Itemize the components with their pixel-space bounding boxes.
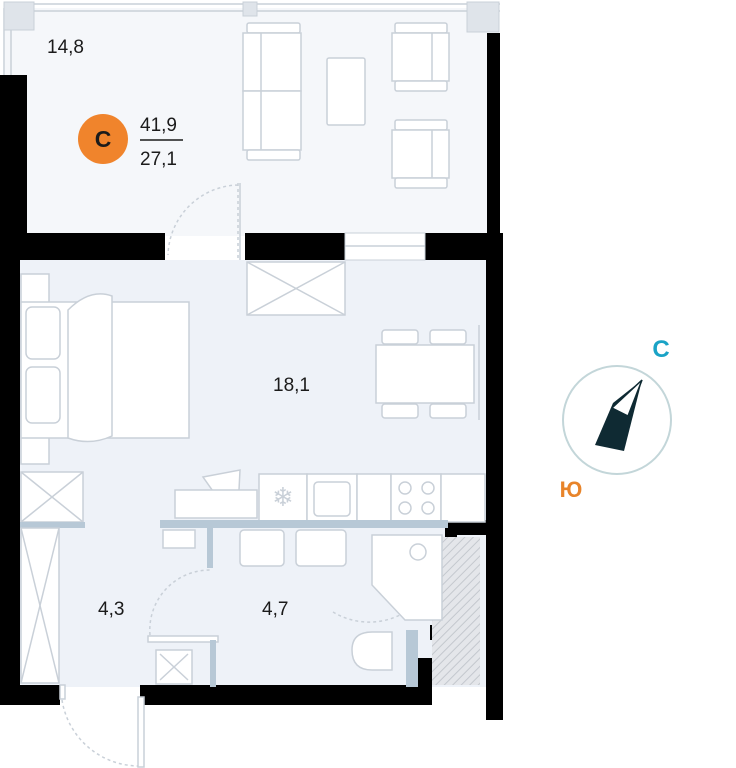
- kitchen: ❄: [160, 469, 486, 528]
- bed: [20, 273, 190, 465]
- compass-ring: [562, 365, 672, 475]
- balcony-door: [167, 183, 239, 260]
- bathroom-fixtures: [162, 528, 443, 687]
- hall-fixtures: [147, 569, 219, 687]
- entrance-door: [59, 684, 145, 768]
- main-room-area-label: 18,1: [273, 375, 310, 396]
- balcony-glazing: [3, 1, 500, 75]
- bathroom-area-label: 4,7: [262, 599, 288, 620]
- living-area-label: 27,1: [140, 149, 177, 170]
- compass: С Ю: [560, 336, 672, 502]
- apartment-type-letter: С: [95, 126, 112, 152]
- compass-north-label: С: [652, 336, 669, 363]
- total-area-label: 41,9: [140, 115, 177, 136]
- compass-south-label: Ю: [560, 477, 583, 502]
- closet: [20, 471, 85, 684]
- snowflake-icon: ❄: [272, 482, 294, 512]
- armchair: [391, 119, 450, 189]
- armchair: [391, 22, 450, 92]
- coffee-table: [326, 57, 366, 126]
- sofa: [242, 22, 302, 161]
- wardrobe: [246, 261, 346, 316]
- balcony-area-label: 14,8: [47, 37, 84, 58]
- apartment-type-badge: [78, 114, 128, 164]
- hall-area-label: 4,3: [98, 599, 124, 620]
- dining-table: [375, 325, 480, 420]
